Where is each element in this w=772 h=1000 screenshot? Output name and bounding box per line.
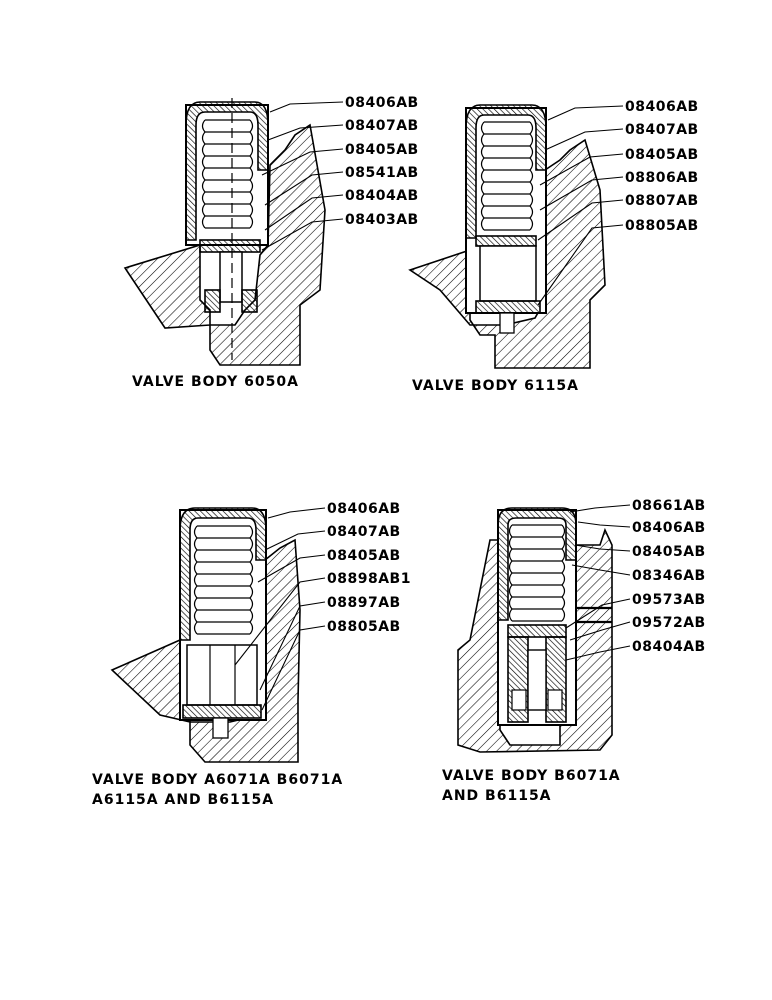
diagram-caption: VALVE BODY B6071A xyxy=(442,768,621,784)
diagram-caption: VALVE BODY 6115A xyxy=(412,378,579,394)
part-number-label: 08807AB xyxy=(625,193,699,209)
part-number-label: 08406AB xyxy=(625,99,699,115)
valve-cap xyxy=(465,104,547,239)
part-number-label: 08407AB xyxy=(625,122,699,138)
part-number-label: 09573AB xyxy=(632,592,706,608)
spring-coils xyxy=(508,524,566,622)
part-number-label: 08405AB xyxy=(345,142,419,158)
part-number-label: 08806AB xyxy=(625,170,699,186)
valve-body-casting xyxy=(123,123,326,366)
part-number-label: 08661AB xyxy=(632,498,706,514)
valve-cap xyxy=(179,507,267,641)
spring-coils xyxy=(193,525,254,635)
spring-coils xyxy=(201,119,254,229)
diagram-valve-body-a6071a: 08406AB 08407AB 08405AB 08898AB1 08897AB… xyxy=(92,501,411,808)
part-number-label: 08541AB xyxy=(345,165,419,181)
part-number-label: 08805AB xyxy=(625,218,699,234)
part-number-label: 08897AB xyxy=(327,595,401,611)
part-number-label: 08406AB xyxy=(632,520,706,536)
part-number-label: 08407AB xyxy=(345,118,419,134)
part-number-label: 08405AB xyxy=(632,544,706,560)
diagram-valve-body-6115a: 08406AB 08407AB 08405AB 08806AB 08807AB … xyxy=(408,99,699,394)
diagram-valve-body-b6071a: 08661AB 08406AB 08405AB 08346AB 09573AB … xyxy=(442,498,706,804)
valve-cap xyxy=(185,101,269,241)
part-number-label: 09572AB xyxy=(632,615,706,631)
valve-seat xyxy=(507,624,567,638)
part-number-label: 08346AB xyxy=(632,568,706,584)
diagram-caption: A6115A AND B6115A xyxy=(92,792,274,808)
part-number-label: 08407AB xyxy=(327,524,401,540)
diagram-valve-body-6050a: 08406AB 08407AB 08405AB 08541AB 08404AB … xyxy=(123,95,419,390)
spring-coils xyxy=(480,121,534,231)
part-number-label: 08406AB xyxy=(327,501,401,517)
diagram-caption: VALVE BODY 6050A xyxy=(132,374,299,390)
part-number-label: 08405AB xyxy=(625,147,699,163)
diagram-caption: AND B6115A xyxy=(442,788,552,804)
part-number-label: 08404AB xyxy=(345,188,419,204)
valve-seat xyxy=(199,239,261,253)
diagram-caption: VALVE BODY A6071A B6071A xyxy=(92,772,343,788)
valve-seat xyxy=(475,235,537,247)
valve-cap xyxy=(497,507,577,621)
part-number-label: 08406AB xyxy=(345,95,419,111)
part-number-label: 08403AB xyxy=(345,212,419,228)
part-number-label: 08805AB xyxy=(327,619,401,635)
part-number-label: 08405AB xyxy=(327,548,401,564)
part-number-label: 08404AB xyxy=(632,639,706,655)
part-number-label: 08898AB1 xyxy=(327,571,411,587)
